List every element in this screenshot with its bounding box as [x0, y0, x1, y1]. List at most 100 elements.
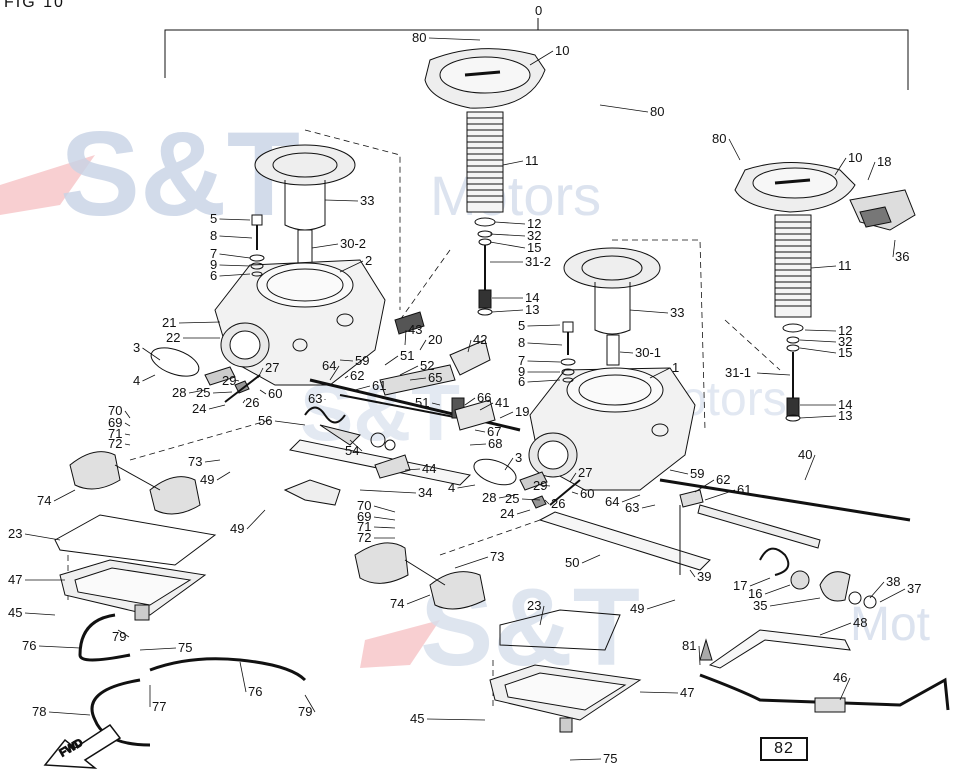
callout-c73a: 73 — [188, 454, 202, 469]
callout-c28b: 28 — [482, 490, 496, 505]
callout-leader — [457, 484, 476, 489]
callout-leader — [504, 457, 514, 471]
callout-c63a: 63 — [308, 391, 322, 406]
callout-c11a: 11 — [525, 153, 539, 168]
callout-leader — [219, 253, 251, 259]
callout-c23b: 23 — [527, 598, 541, 613]
callout-c47a: 47 — [8, 572, 22, 587]
callout-c70b: 70 — [357, 498, 371, 513]
callout-c33a: 33 — [360, 193, 374, 208]
callout-c52: 52 — [420, 358, 434, 373]
callout-leader — [124, 410, 131, 419]
callout-c39: 39 — [697, 569, 711, 584]
pilot-screw-set-right — [560, 321, 576, 383]
choke-cover-left — [150, 347, 261, 403]
callout-leader — [329, 365, 340, 381]
callout-c73b: 73 — [490, 549, 504, 564]
callout-leader — [867, 161, 876, 181]
callout-leader — [527, 379, 561, 383]
callout-c2: 2 — [365, 253, 372, 268]
watermark-swoosh — [360, 620, 440, 668]
callout-leader — [373, 516, 396, 521]
callout-leader — [516, 509, 531, 515]
callout-leader — [489, 233, 526, 237]
callout-leader — [539, 605, 545, 626]
callout-leader — [494, 221, 526, 225]
callout-c77: 77 — [152, 699, 166, 714]
callout-c7b: 7 — [518, 353, 525, 368]
callout-leader — [467, 339, 472, 353]
float-bowl-left — [59, 559, 207, 621]
callout-c62b: 62 — [716, 472, 730, 487]
needle-assembly-lower — [782, 323, 804, 422]
callout-c9a: 9 — [210, 257, 217, 272]
callout-leader — [242, 399, 246, 404]
callout-c25a: 25 — [196, 385, 210, 400]
callout-c41: 41 — [495, 395, 509, 410]
callout-c33b: 33 — [670, 305, 684, 320]
callout-c9b: 9 — [518, 364, 525, 379]
assembly-bracket — [164, 18, 909, 90]
callout-c36: 36 — [895, 249, 909, 264]
callout-c29a: 29 — [222, 373, 236, 388]
callout-leader — [641, 504, 656, 509]
callout-leader — [142, 374, 156, 382]
callout-leader — [694, 479, 715, 493]
callout-c14b: 14 — [838, 397, 852, 412]
callout-leader — [124, 422, 131, 427]
throttle-cable-46 — [699, 638, 950, 713]
callout-leader — [384, 355, 399, 366]
callout-c28a: 28 — [172, 385, 186, 400]
callout-leader — [219, 264, 251, 267]
callout-c66: 66 — [477, 390, 491, 405]
callout-leader — [869, 581, 885, 599]
callout-leader — [409, 377, 427, 381]
callout-leader — [728, 138, 741, 161]
callout-c15a: 15 — [527, 240, 541, 255]
callout-c24b: 24 — [500, 506, 514, 521]
callout-leader — [373, 505, 396, 513]
callout-c76b: 76 — [248, 684, 262, 699]
callout-c15b: 15 — [838, 345, 852, 360]
callout-c7a: 7 — [210, 246, 217, 261]
callout-c27b: 27 — [578, 465, 592, 480]
callout-leader — [399, 365, 419, 376]
callout-c14a: 14 — [525, 290, 539, 305]
callout-c37: 37 — [907, 581, 921, 596]
callout-c25b: 25 — [505, 491, 519, 506]
callout-c71a: 71 — [108, 426, 122, 441]
pilot-screw-set-left — [249, 214, 265, 277]
watermark-word-fragment: Mot — [850, 598, 930, 651]
callout-leader — [426, 718, 486, 721]
callout-c6b: 6 — [518, 374, 525, 389]
callout-leader — [799, 347, 837, 354]
callout-leader — [527, 324, 561, 327]
callout-leader — [464, 397, 476, 406]
callout-leader — [689, 569, 696, 578]
callout-leader — [879, 588, 906, 603]
callout-leader — [404, 329, 407, 346]
choke-cover-right — [473, 458, 581, 509]
callout-leader — [124, 433, 131, 436]
callout-leader — [810, 265, 837, 269]
callout-leader — [521, 498, 541, 501]
callout-leader — [188, 389, 206, 394]
callout-leader — [892, 239, 896, 258]
callout-leader — [839, 677, 851, 701]
callout-c61a: 61 — [372, 378, 386, 393]
carburetor-body-right — [528, 367, 696, 491]
callout-c8a: 8 — [210, 228, 217, 243]
callout-leader — [212, 391, 233, 394]
callout-c4b: 4 — [448, 480, 455, 495]
callout-leader — [404, 468, 421, 471]
callout-c12b: 12 — [838, 323, 852, 338]
callout-c26a: 26 — [245, 395, 259, 410]
callout-c43: 43 — [408, 322, 422, 337]
callout-leader — [53, 489, 76, 502]
callout-leader — [219, 273, 251, 277]
callout-leader — [502, 160, 524, 166]
callout-c61b: 61 — [737, 482, 751, 497]
callout-c45b: 45 — [410, 711, 424, 726]
callout-c5a: 5 — [210, 211, 217, 226]
callout-c44: 44 — [422, 461, 436, 476]
